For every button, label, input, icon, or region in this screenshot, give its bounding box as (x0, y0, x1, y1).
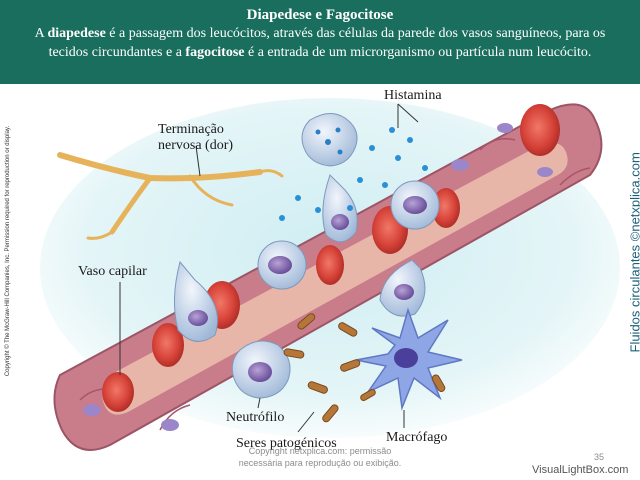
neutrophil-icon (379, 259, 426, 317)
diapedesis-neutrophils (173, 174, 426, 342)
endothelial-nuclei (83, 123, 553, 431)
neutrophil-icon (390, 180, 440, 230)
nerve-ending-icon (57, 152, 284, 240)
label-vaso-capilar: Vaso capilar (78, 264, 147, 279)
pathogen-icon (307, 381, 328, 394)
histamine-granule-icon (279, 215, 285, 221)
desc-text-2: é a passagem dos leucócitos, através das… (48, 26, 606, 60)
watermark: Copyright netxplica.com: permissão neces… (225, 445, 415, 469)
term-fagocitose: fagocitose (185, 45, 245, 60)
histamine-granule-icon (295, 195, 301, 201)
pathogen-icon (322, 404, 339, 423)
mast-cell-icon (301, 113, 358, 167)
red-blood-cell-icon (152, 323, 184, 367)
histamine-granule-icon (407, 137, 413, 143)
diapedesis-illustration (40, 98, 620, 451)
pathogen-icon (338, 322, 358, 337)
slide-description: A diapedese é a passagem dos leucócitos,… (0, 24, 640, 62)
red-blood-cell-icon (102, 372, 134, 412)
pathogen-icon (283, 348, 305, 359)
label-terminacao-nervosa: Terminação nervosa (dor) (158, 122, 233, 154)
histamine-granule-icon (422, 165, 428, 171)
watermark-line1: Copyright netxplica.com: permissão (248, 446, 392, 456)
pathogen-icon (360, 389, 376, 401)
label-terminacao-line2: nervosa (dor) (158, 138, 234, 153)
vessel-neutrophils (257, 180, 440, 290)
slide-header: Diapedese e Fagocitose A diapedese é a p… (0, 0, 640, 84)
pathogens (283, 313, 446, 423)
red-blood-cell-icon (520, 104, 560, 156)
tissue-neutrophil (231, 340, 291, 399)
histamine-granules (279, 127, 428, 221)
page-number: 35 (594, 452, 605, 462)
histamine-granule-icon (347, 205, 353, 211)
label-neutrofilo: Neutrófilo (226, 410, 285, 425)
desc-text-1: A (34, 26, 48, 41)
red-blood-cell-icon (432, 188, 460, 228)
label-histamina: Histamina (384, 88, 442, 103)
label-macrofago: Macrófago (386, 430, 448, 445)
neutrophil-icon (322, 174, 358, 243)
neutrophil-icon (231, 340, 291, 399)
desc-text-3: é a entrada de um microrganismo ou partí… (244, 45, 592, 60)
neutrophil-icon (257, 240, 307, 290)
slide-title: Diapedese e Fagocitose (246, 7, 394, 23)
histamine-granule-icon (382, 182, 388, 188)
leader-lines (119, 103, 419, 433)
neutrophil-icon (173, 260, 218, 342)
pathogen-icon (297, 313, 316, 330)
histamine-granule-icon (315, 207, 321, 213)
side-copyright-text: Copyright © The McGraw-Hill Companies, I… (5, 125, 11, 377)
watermark-line2: necessária para reprodução ou exibição. (238, 458, 402, 468)
label-terminacao-line1: Terminação (158, 122, 224, 137)
pathogen-icon (340, 359, 361, 372)
histamine-granule-icon (389, 127, 395, 133)
term-diapedese: diapedese (47, 26, 106, 41)
footer-brand: VisualLightBox.com (532, 464, 629, 476)
side-site-credit: Fluidos circulantes ©netxplica.com (627, 152, 640, 353)
pathogen-icon (431, 374, 446, 393)
label-seres-patogenicos: Seres patogénicos (236, 436, 337, 451)
histamine-granule-icon (357, 177, 363, 183)
histamine-granule-icon (369, 145, 375, 151)
red-blood-cell-icon (316, 245, 344, 285)
histamine-granule-icon (395, 155, 401, 161)
